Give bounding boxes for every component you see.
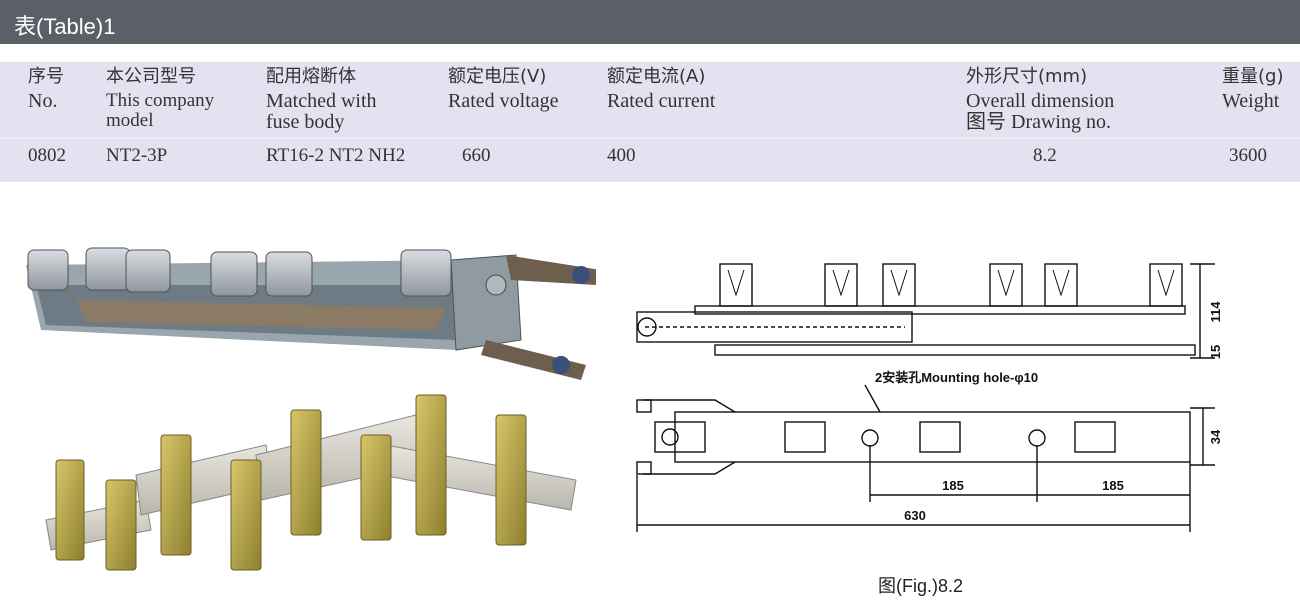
cell-drawing-no: 8.2 xyxy=(1033,145,1057,166)
header-fuse-body: 配用熔断体 Matched with fuse body xyxy=(266,66,377,133)
dim-length: 630 xyxy=(904,508,926,523)
dim-pitch-1: 185 xyxy=(942,478,964,493)
dim-depth-34: 34 xyxy=(1208,429,1223,444)
cell-rated-voltage: 660 xyxy=(462,145,491,166)
dim-height-114: 114 xyxy=(1208,301,1223,323)
cell-fuse-body: RT16-2 NT2 NH2 xyxy=(266,145,406,166)
header-rated-current: 额定电流(A) Rated current xyxy=(607,66,716,112)
cell-weight: 3600 xyxy=(1229,145,1267,166)
spec-table xyxy=(0,62,1300,182)
header-weight: 重量(g) Weight xyxy=(1222,66,1284,112)
mounting-hole-label: 2安装孔Mounting hole-φ10 xyxy=(875,370,1038,385)
table-row-divider xyxy=(0,138,1300,139)
dim-pitch-2: 185 xyxy=(1102,478,1124,493)
product-photo xyxy=(26,247,596,571)
cell-no: 0802 xyxy=(28,145,66,166)
dimension-drawing: 114 15 34 185 185 630 2安装孔Mounting hole-… xyxy=(636,263,1223,532)
figure-caption: 图(Fig.)8.2 xyxy=(878,576,964,596)
dim-height-15: 15 xyxy=(1208,345,1223,359)
header-model: 本公司型号 This company model xyxy=(106,66,215,131)
cell-model: NT2-3P xyxy=(106,145,168,166)
header-rated-voltage: 额定电压(V) Rated voltage xyxy=(448,66,559,112)
header-no: 序号 No. xyxy=(28,66,64,112)
header-overall-dimension: 外形尺寸(mm) Overall dimension 图号 Drawing no… xyxy=(966,66,1115,133)
page-title: 表(Table)1 xyxy=(14,14,116,39)
title-bar: 表(Table)1 xyxy=(0,0,1300,44)
cell-rated-current: 400 xyxy=(607,145,636,166)
